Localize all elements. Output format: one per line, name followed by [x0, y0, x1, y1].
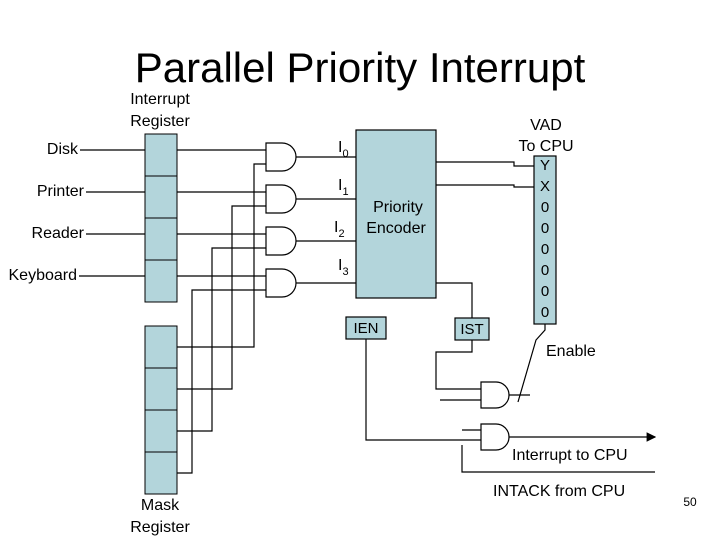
vad-bit: X [540, 178, 550, 195]
device-label-keyboard: Keyboard [9, 267, 78, 284]
encoder-input-i0: I0 [338, 139, 349, 160]
and-gate-0 [265, 142, 297, 172]
mask-register [144, 325, 178, 495]
mask-register-label-line1: Mask [141, 497, 180, 514]
encoder-to-ist [436, 282, 473, 318]
encoder-label-line2: Encoder [366, 220, 426, 237]
ien-label: IEN [353, 320, 378, 337]
interrupt-register-cell [144, 259, 178, 303]
device-label-disk: Disk [47, 141, 79, 158]
device-label-reader: Reader [32, 225, 85, 242]
mask-register-cell [144, 409, 178, 453]
encoder-input-i1: I1 [338, 177, 349, 198]
interrupt-register [144, 133, 178, 303]
encoder-out-x [436, 184, 534, 188]
vad-bit: 0 [541, 283, 549, 300]
intack-line [461, 445, 655, 473]
mask-wire-1 [177, 205, 266, 390]
vad-bit: 0 [541, 262, 549, 279]
and-gate-interrupt [480, 381, 510, 409]
device-label-printer: Printer [37, 183, 85, 200]
enable-label: Enable [546, 343, 596, 360]
page-title: Parallel Priority Interrupt [135, 44, 586, 91]
intack-label: INTACK from CPU [493, 483, 625, 500]
and-gate-3 [265, 268, 297, 298]
and-gate-1 [265, 184, 297, 214]
mask-wire-0 [177, 163, 266, 348]
mask-wire-2 [177, 247, 266, 432]
priority-encoder [355, 129, 437, 299]
interrupt-register-cell [144, 217, 178, 261]
encoder-out-y [436, 161, 534, 167]
interrupt-register-label-line1: Interrupt [130, 91, 190, 108]
mask-register-cell [144, 325, 178, 369]
vad-bit: 0 [541, 220, 549, 237]
vad-label-line1: VAD [530, 117, 562, 134]
and-gate-2 [265, 226, 297, 256]
interrupt-to-cpu-label: Interrupt to CPU [512, 447, 628, 464]
interrupt-register-cell [144, 133, 178, 177]
interrupt-register-cell [144, 175, 178, 219]
interrupt-register-label-line2: Register [130, 113, 190, 130]
page-number: 50 [683, 495, 697, 509]
vad-bit: Y [540, 157, 550, 174]
encoder-label-line1: Priority [373, 199, 423, 216]
mask-wire-3 [177, 289, 266, 474]
vad-bit: 0 [541, 199, 549, 216]
encoder-input-i2: I2 [334, 219, 345, 240]
vad-bit: 0 [541, 241, 549, 258]
vad-bit: 0 [541, 304, 549, 321]
and-gate-intack [480, 423, 510, 451]
ist-to-gate [435, 340, 481, 390]
ist-label: IST [460, 321, 483, 338]
mask-register-cell [144, 451, 178, 495]
vad-label-line2: To CPU [518, 138, 573, 155]
mask-register-label-line2: Register [130, 519, 190, 536]
mask-register-cell [144, 367, 178, 411]
enable-line [517, 324, 546, 403]
vad-register: Y X 0 0 0 0 0 0 [533, 155, 557, 325]
ien-to-gate [365, 339, 481, 441]
encoder-input-i3: I3 [338, 257, 349, 278]
